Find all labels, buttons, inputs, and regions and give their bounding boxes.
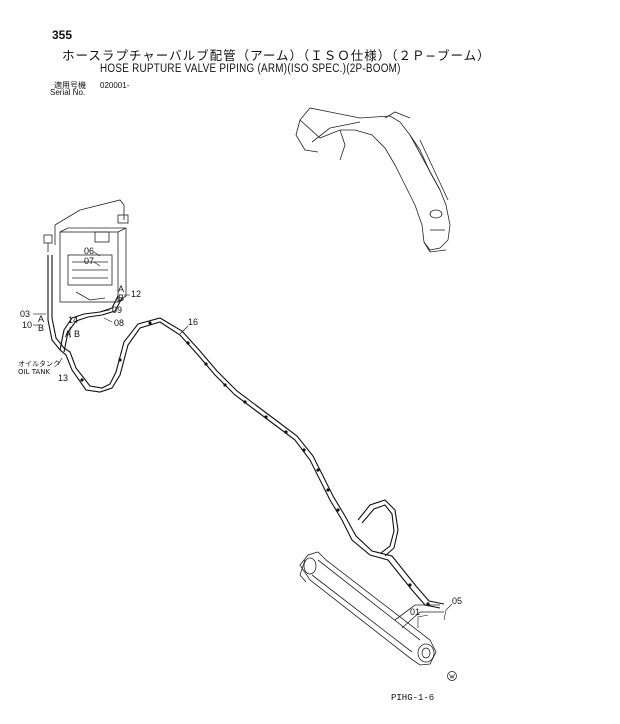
- connector-a-top: A: [118, 284, 124, 294]
- connector-a-mid: A: [65, 329, 71, 339]
- callout-14: 14: [68, 315, 78, 325]
- connector-a-left: A: [38, 314, 44, 324]
- title-japanese: ホースラプチャーバルブ配管（アーム）（ＩＳＯ仕様）（２Ｐ−ブーム）: [62, 48, 491, 63]
- title-english: HOSE RUPTURE VALVE PIPING (ARM)(ISO SPEC…: [100, 63, 401, 75]
- leader-lines: [33, 251, 453, 628]
- serial-value: 020001-: [100, 81, 130, 90]
- connector-b-left: B: [38, 323, 44, 333]
- callout-09: 09: [112, 305, 122, 315]
- connector-b-top: B: [118, 293, 124, 303]
- excavator-boom-sketch: [295, 107, 451, 253]
- serial-label-japanese: 適用号機: [54, 81, 86, 90]
- callout-01: 01: [410, 607, 420, 617]
- pipe-clamps: [80, 321, 430, 606]
- pipe-lines: [47, 255, 445, 609]
- callout-12: 12: [131, 289, 141, 299]
- callout-05: 05: [452, 596, 462, 606]
- callout-06: 06: [84, 246, 94, 256]
- footer-code: PIHG-1-6: [391, 693, 435, 703]
- callout-03: 03: [20, 309, 30, 319]
- serial-label-english: Serial No.: [50, 88, 86, 97]
- callout-08: 08: [114, 318, 124, 328]
- callout-10: 10: [22, 320, 32, 330]
- connector-b-mid: B: [74, 329, 80, 339]
- callout-07: 07: [84, 256, 94, 266]
- oil-tank-label-english: OIL TANK: [18, 368, 50, 376]
- page-number: 355: [52, 28, 73, 42]
- oil-tank-label-japanese: オイルタンク: [18, 359, 60, 368]
- arm-cylinder-sketch: [299, 551, 444, 666]
- callout-13: 13: [58, 373, 68, 383]
- callout-16: 16: [188, 317, 198, 327]
- corner-mark-icon: [447, 671, 457, 681]
